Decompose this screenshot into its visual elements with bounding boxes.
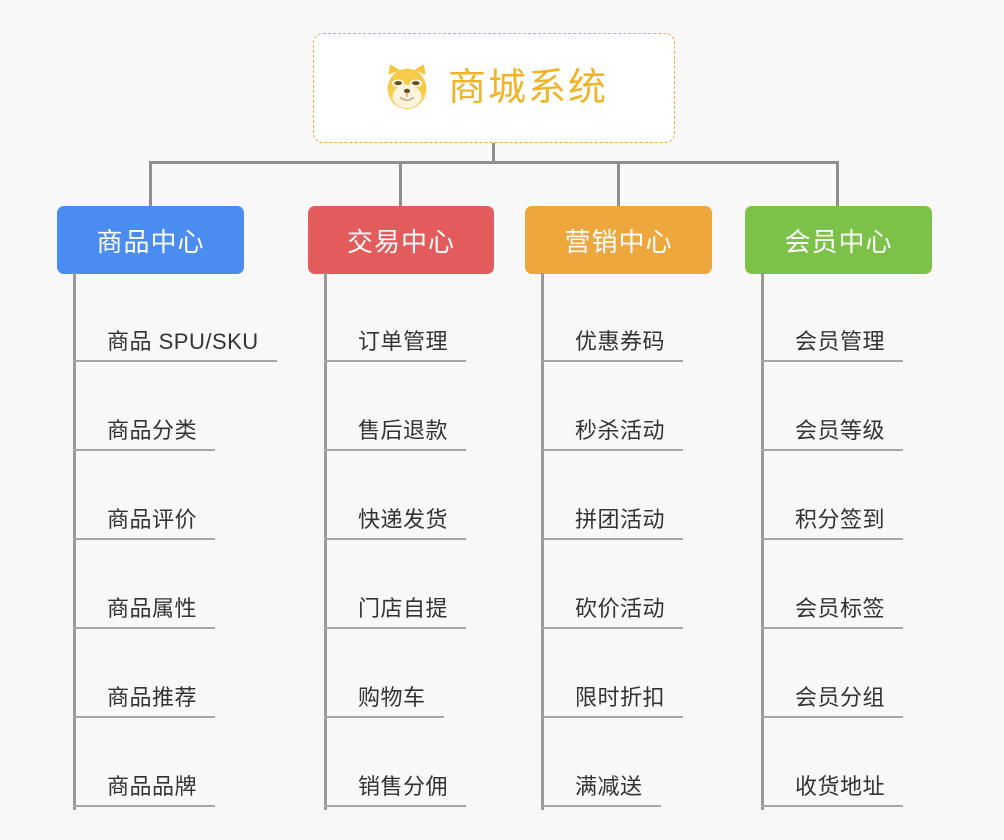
leaf-label: 会员分组 <box>795 684 886 710</box>
leaf-label: 商品分类 <box>107 417 198 443</box>
leaf-label: 满减送 <box>575 773 643 799</box>
leaf-item[interactable]: 商品 SPU/SKU <box>73 273 277 362</box>
leaf-item[interactable]: 销售分佣 <box>324 718 467 807</box>
root-node[interactable]: 商城系统 <box>313 33 675 143</box>
leaf-label: 商品 SPU/SKU <box>107 328 259 354</box>
branch-spine-3 <box>541 273 544 810</box>
category-label-3: 营销中心 <box>564 226 673 257</box>
leaf-underline: 砍价活动 <box>541 595 684 629</box>
leaf-label: 拼团活动 <box>575 506 666 532</box>
leaf-label: 秒杀活动 <box>575 417 666 443</box>
leaf-item[interactable]: 商品属性 <box>73 540 216 629</box>
leaf-underline: 快递发货 <box>324 506 467 540</box>
leaf-item[interactable]: 拼团活动 <box>541 451 684 540</box>
leaf-item[interactable]: 砍价活动 <box>541 540 684 629</box>
leaf-label: 限时折扣 <box>575 684 666 710</box>
shiba-dog-icon <box>387 64 427 110</box>
leaf-label: 购物车 <box>358 684 426 710</box>
leaf-label: 售后退款 <box>358 417 449 443</box>
leaf-item[interactable]: 会员管理 <box>761 273 904 362</box>
leaf-item[interactable]: 购物车 <box>324 629 444 718</box>
leaf-label: 销售分佣 <box>358 773 449 799</box>
leaf-underline: 商品分类 <box>73 417 216 451</box>
leaf-underline: 订单管理 <box>324 328 467 362</box>
leaf-item[interactable]: 售后退款 <box>324 362 467 451</box>
leaf-label: 收货地址 <box>795 773 886 799</box>
leaf-underline: 会员分组 <box>761 684 904 718</box>
leaf-item[interactable]: 会员分组 <box>761 629 904 718</box>
category-box-2[interactable]: 交易中心 <box>308 206 494 274</box>
leaf-label: 会员等级 <box>795 417 886 443</box>
leaf-underline: 售后退款 <box>324 417 467 451</box>
leaf-label: 门店自提 <box>358 595 449 621</box>
root-title: 商城系统 <box>447 67 608 109</box>
leaf-label: 积分签到 <box>795 506 886 532</box>
leaf-underline: 购物车 <box>324 684 444 718</box>
leaf-underline: 会员等级 <box>761 417 904 451</box>
category-box-3[interactable]: 营销中心 <box>525 206 712 274</box>
leaf-item[interactable]: 收货地址 <box>761 718 904 807</box>
leaf-label: 商品评价 <box>107 506 198 532</box>
leaf-underline: 满减送 <box>541 773 661 807</box>
category-label-2: 交易中心 <box>346 226 455 257</box>
leaf-label: 砍价活动 <box>575 595 666 621</box>
connector-drop-4 <box>836 161 839 207</box>
leaf-item[interactable]: 秒杀活动 <box>541 362 684 451</box>
leaf-item[interactable]: 商品品牌 <box>73 718 216 807</box>
leaf-item[interactable]: 门店自提 <box>324 540 467 629</box>
leaf-item[interactable]: 商品分类 <box>73 362 216 451</box>
leaf-underline: 商品 SPU/SKU <box>73 328 277 362</box>
connector-drop-3 <box>617 161 620 207</box>
leaf-item[interactable]: 限时折扣 <box>541 629 684 718</box>
leaf-label: 订单管理 <box>358 328 449 354</box>
leaf-underline: 限时折扣 <box>541 684 684 718</box>
connector-drop-1 <box>149 161 152 207</box>
connector-root-stem <box>492 143 495 164</box>
category-box-1[interactable]: 商品中心 <box>57 206 244 274</box>
leaf-underline: 商品推荐 <box>73 684 216 718</box>
leaf-item[interactable]: 满减送 <box>541 718 661 807</box>
leaf-underline: 积分签到 <box>761 506 904 540</box>
leaf-item[interactable]: 会员标签 <box>761 540 904 629</box>
leaf-underline: 门店自提 <box>324 595 467 629</box>
leaf-underline: 会员管理 <box>761 328 904 362</box>
leaf-item[interactable]: 商品评价 <box>73 451 216 540</box>
branch-spine-2 <box>324 273 327 810</box>
category-label-4: 会员中心 <box>784 226 893 257</box>
leaf-item[interactable]: 快递发货 <box>324 451 467 540</box>
leaf-label: 会员标签 <box>795 595 886 621</box>
leaf-label: 商品品牌 <box>107 773 198 799</box>
leaf-label: 商品推荐 <box>107 684 198 710</box>
leaf-item[interactable]: 商品推荐 <box>73 629 216 718</box>
leaf-item[interactable]: 订单管理 <box>324 273 467 362</box>
leaf-underline: 优惠券码 <box>541 328 684 362</box>
leaf-underline: 会员标签 <box>761 595 904 629</box>
category-box-4[interactable]: 会员中心 <box>745 206 932 274</box>
connector-drop-2 <box>399 161 402 207</box>
branch-spine-1 <box>73 273 76 810</box>
leaf-underline: 商品品牌 <box>73 773 216 807</box>
leaf-item[interactable]: 优惠券码 <box>541 273 684 362</box>
leaf-label: 快递发货 <box>358 506 449 532</box>
leaf-label: 会员管理 <box>795 328 886 354</box>
leaf-underline: 销售分佣 <box>324 773 467 807</box>
leaf-item[interactable]: 会员等级 <box>761 362 904 451</box>
leaf-label: 优惠券码 <box>575 328 666 354</box>
leaf-underline: 收货地址 <box>761 773 904 807</box>
leaf-underline: 拼团活动 <box>541 506 684 540</box>
category-label-1: 商品中心 <box>96 226 205 257</box>
leaf-underline: 商品属性 <box>73 595 216 629</box>
leaf-underline: 秒杀活动 <box>541 417 684 451</box>
leaf-underline: 商品评价 <box>73 506 216 540</box>
leaf-item[interactable]: 积分签到 <box>761 451 904 540</box>
leaf-label: 商品属性 <box>107 595 198 621</box>
branch-spine-4 <box>761 273 764 810</box>
connector-horizontal-bus <box>149 161 839 164</box>
